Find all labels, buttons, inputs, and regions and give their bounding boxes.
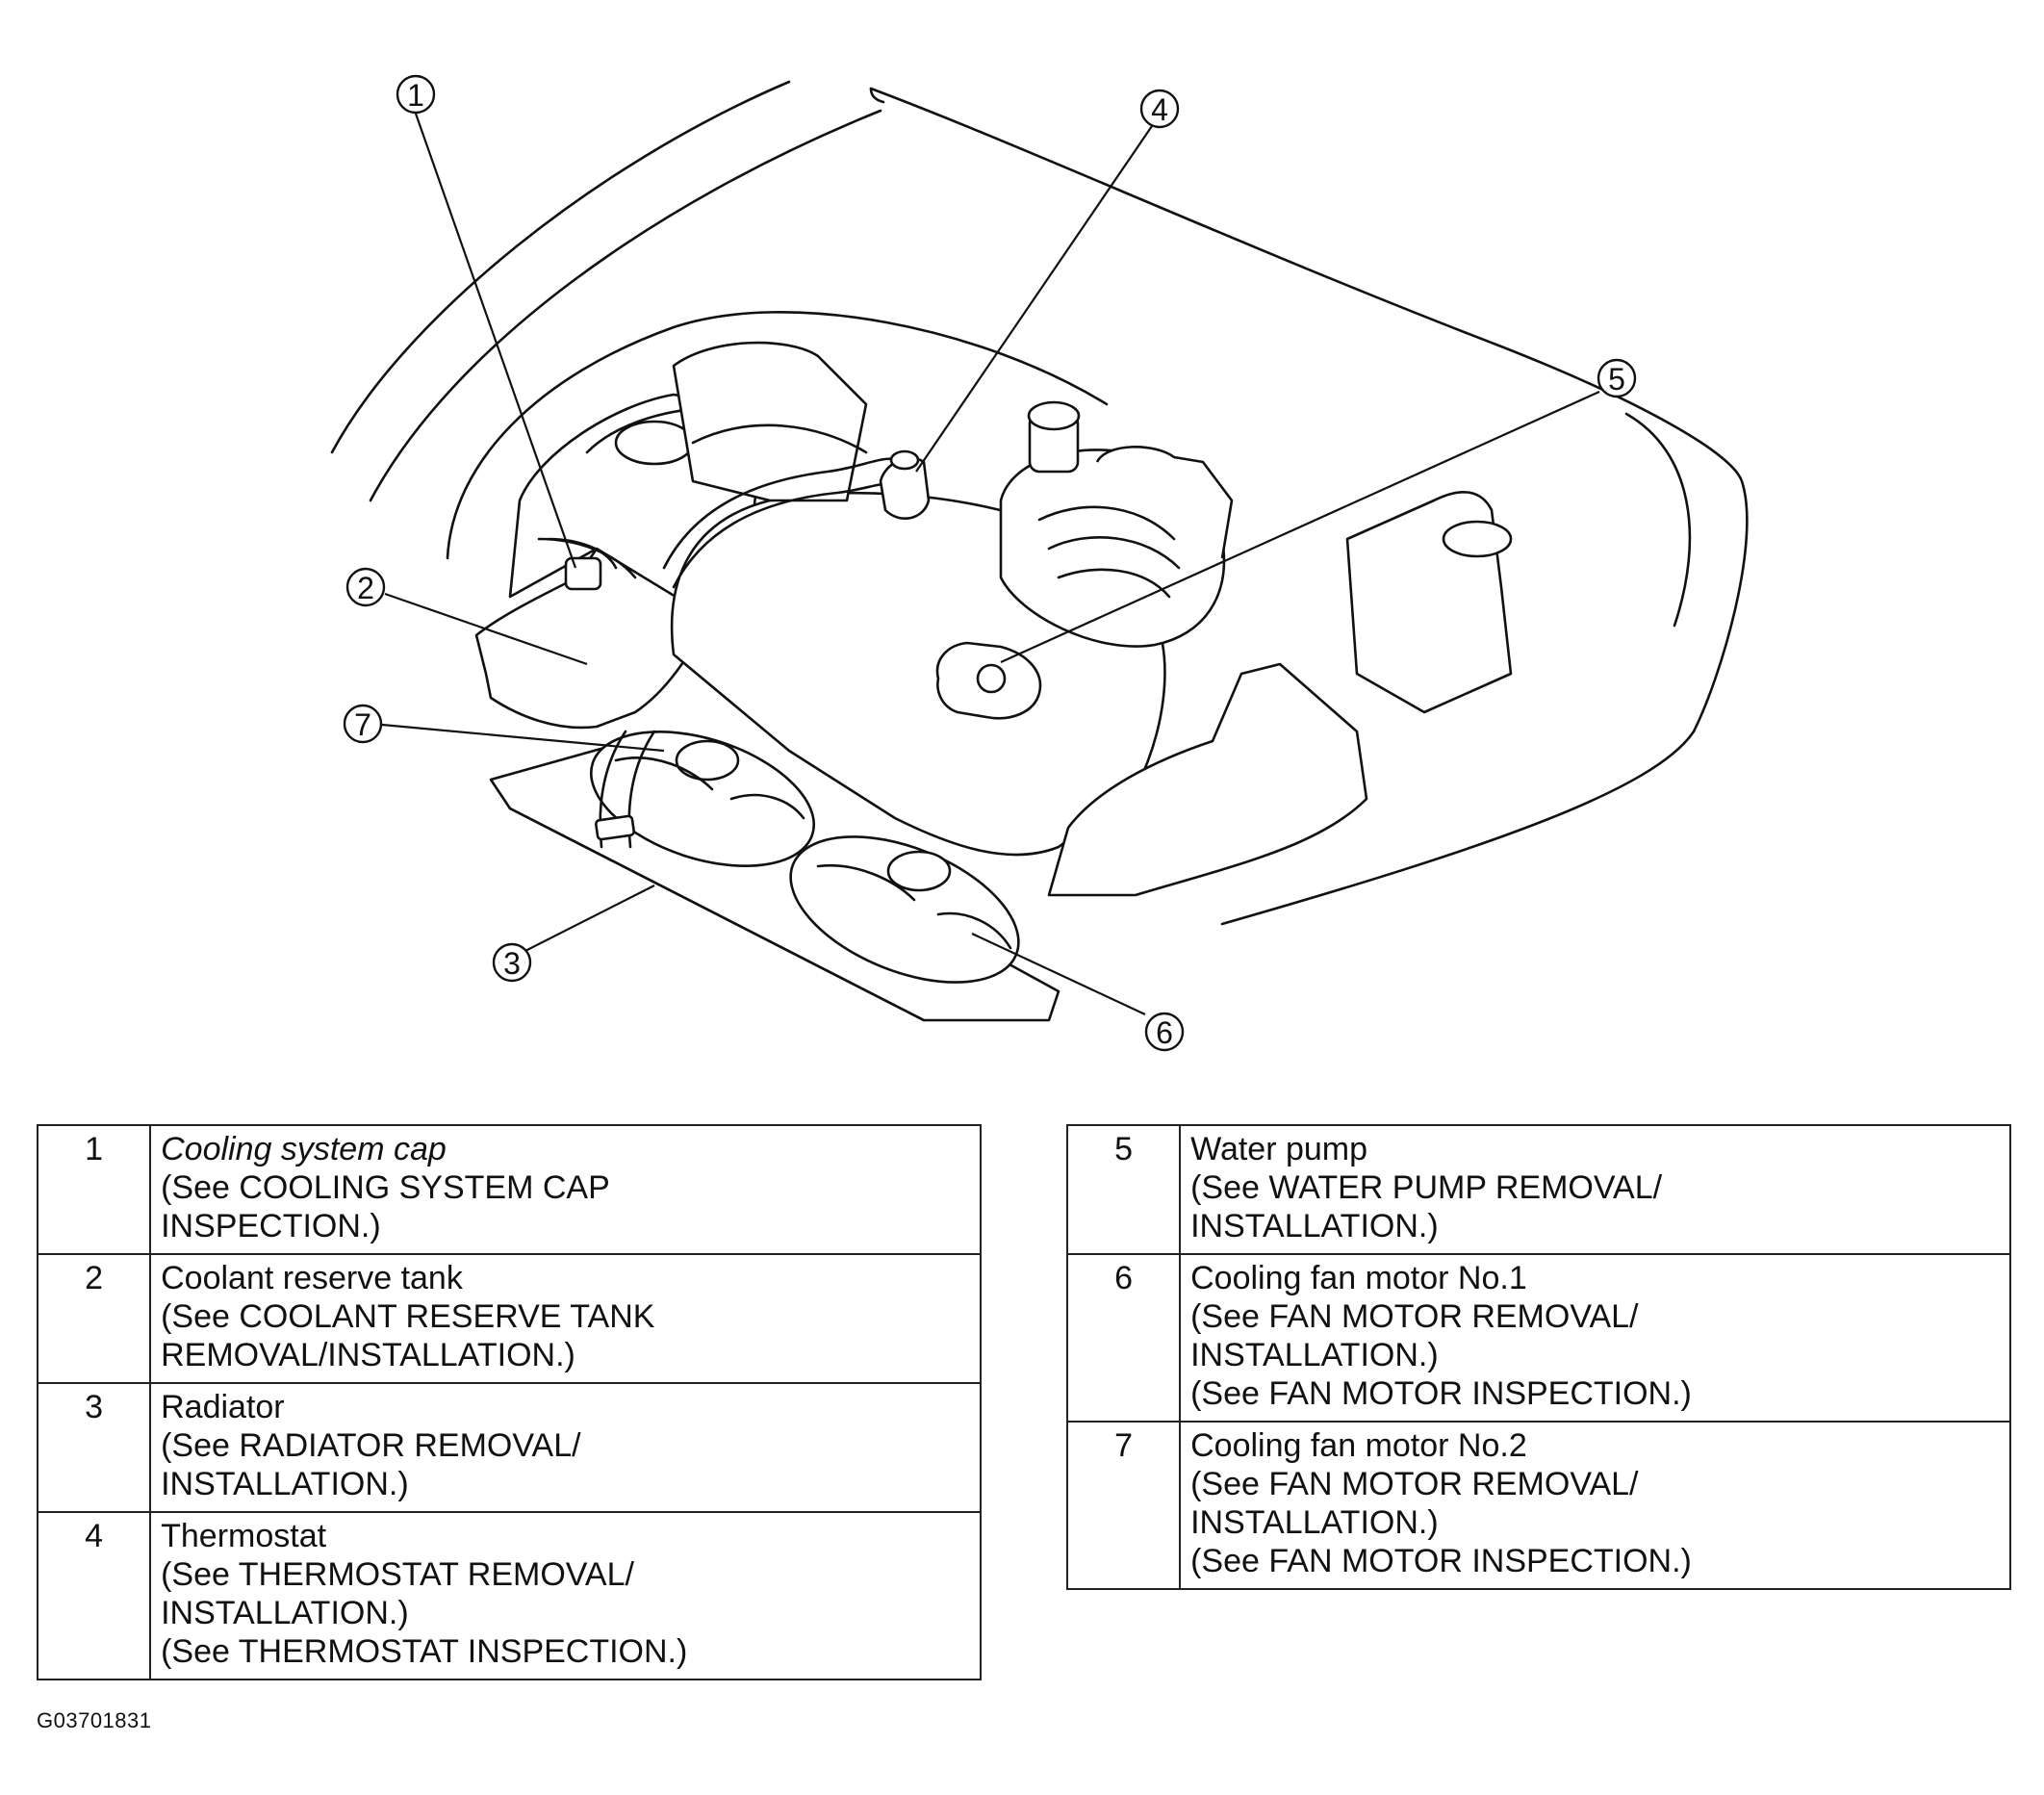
engine-bay-diagram: 1 2 3 4 5 6 7	[330, 74, 1749, 1052]
legend-name: Coolant reserve tank	[161, 1260, 463, 1296]
water-pump	[935, 641, 1042, 720]
legend-row: 5 Water pump (See WATER PUMP REMOVAL/ IN…	[1065, 1124, 2011, 1255]
legend-reference: (See FAN MOTOR REMOVAL/ INSTALLATION.) (…	[1190, 1466, 1692, 1579]
legend-number: 1	[36, 1124, 152, 1255]
leader-lines	[381, 113, 1600, 1015]
callout-1: 1	[396, 74, 436, 115]
lower-hose	[595, 730, 656, 849]
legend-description: Radiator (See RADIATOR REMOVAL/ INSTALLA…	[149, 1382, 982, 1513]
leader-line-4	[915, 125, 1153, 473]
callout-label: 6	[1156, 1015, 1173, 1050]
legend-reference: (See COOLING SYSTEM CAP INSPECTION.)	[161, 1169, 610, 1244]
legend-row: 1 Cooling system cap (See COOLING SYSTEM…	[36, 1124, 982, 1255]
callout-label: 7	[354, 707, 371, 742]
callout-4: 4	[1139, 89, 1180, 129]
vehicle-body-outline	[330, 80, 1749, 926]
legend-row: 3 Radiator (See RADIATOR REMOVAL/ INSTAL…	[36, 1382, 982, 1513]
legend-description: Water pump (See WATER PUMP REMOVAL/ INST…	[1179, 1124, 2011, 1255]
thermostat	[879, 449, 931, 520]
legend-name: Thermostat	[161, 1518, 327, 1554]
legend-table-right: 5 Water pump (See WATER PUMP REMOVAL/ IN…	[1065, 1124, 2011, 1590]
callout-label: 3	[503, 946, 521, 981]
leader-line-5	[1000, 390, 1600, 664]
legend-description: Cooling system cap (See COOLING SYSTEM C…	[149, 1124, 982, 1255]
legend-reference: (See RADIATOR REMOVAL/ INSTALLATION.)	[161, 1427, 581, 1502]
engine-block	[670, 341, 1234, 857]
legend-name: Water pump	[1190, 1131, 1368, 1167]
leader-line-6	[971, 933, 1146, 1015]
legend-name: Cooling fan motor No.2	[1190, 1427, 1527, 1464]
callout-2: 2	[345, 567, 386, 607]
legend-reference: (See THERMOSTAT REMOVAL/ INSTALLATION.) …	[161, 1556, 688, 1670]
callout-label: 2	[357, 571, 374, 605]
callout-7: 7	[343, 704, 383, 744]
legend-number: 6	[1065, 1253, 1182, 1423]
legend-number: 5	[1065, 1124, 1182, 1255]
legend-reference: (See FAN MOTOR REMOVAL/ INSTALLATION.) (…	[1190, 1298, 1692, 1412]
leader-line-7	[381, 723, 665, 753]
legend-number: 3	[36, 1382, 152, 1513]
callout-3: 3	[492, 942, 532, 983]
washer-tank	[1047, 491, 1513, 897]
leader-line-1	[414, 113, 577, 569]
callout-label: 4	[1151, 92, 1168, 127]
leader-line-3	[511, 885, 655, 959]
legend-table-left: 1 Cooling system cap (See COOLING SYSTEM…	[36, 1124, 982, 1680]
legend-name: Radiator	[161, 1389, 285, 1425]
legend-description: Cooling fan motor No.2 (See FAN MOTOR RE…	[1179, 1421, 2011, 1590]
leader-line-2	[384, 592, 588, 666]
callout-label: 1	[407, 78, 424, 113]
legend-name: Cooling system cap	[161, 1131, 447, 1167]
legend-description: Thermostat (See THERMOSTAT REMOVAL/ INST…	[149, 1511, 982, 1680]
cooling-fan-no1	[789, 835, 1020, 984]
legend-number: 7	[1065, 1421, 1182, 1590]
legend-row: 4 Thermostat (See THERMOSTAT REMOVAL/ IN…	[36, 1511, 982, 1680]
legend-name: Cooling fan motor No.1	[1190, 1260, 1527, 1296]
legend-description: Cooling fan motor No.1 (See FAN MOTOR RE…	[1179, 1253, 2011, 1423]
figure-id: G03701831	[37, 1708, 152, 1732]
legend-number: 2	[36, 1253, 152, 1384]
legend-number: 4	[36, 1511, 152, 1680]
legend-description: Coolant reserve tank (See COOLANT RESERV…	[149, 1253, 982, 1384]
callout-label: 5	[1608, 362, 1625, 397]
callout-6: 6	[1144, 1012, 1185, 1052]
legend-row: 2 Coolant reserve tank (See COOLANT RESE…	[36, 1253, 982, 1384]
cooling-fan-no2	[589, 731, 816, 867]
legend-row: 7 Cooling fan motor No.2 (See FAN MOTOR …	[1065, 1421, 2011, 1590]
legend-reference: (See WATER PUMP REMOVAL/ INSTALLATION.)	[1190, 1169, 1663, 1244]
callout-5: 5	[1597, 358, 1637, 398]
legend-row: 6 Cooling fan motor No.1 (See FAN MOTOR …	[1065, 1253, 2011, 1423]
legend-reference: (See COOLANT RESERVE TANK REMOVAL/INSTAL…	[161, 1298, 655, 1373]
